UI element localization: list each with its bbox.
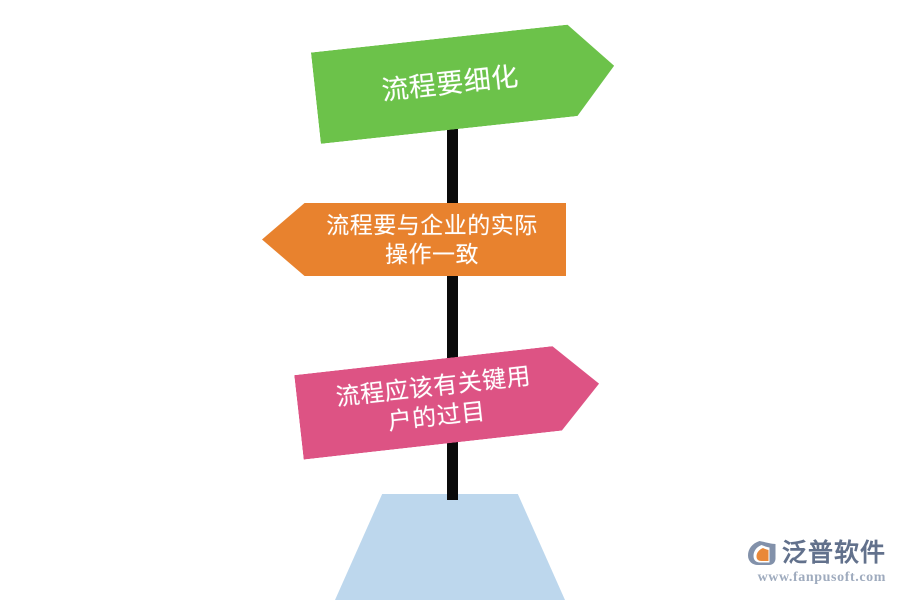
logo-row: 泛普软件 [747, 539, 886, 567]
sign-orange: 流程要与企业的实际 操作一致 [262, 203, 566, 276]
fanpu-logo-watermark: 泛普软件 www.fanpusoft.com [747, 539, 886, 586]
sign-green: 流程要细化 [311, 20, 619, 144]
sign-pink-label: 流程应该有关键用 户的过目 [334, 363, 533, 436]
logo-company-name: 泛普软件 [781, 538, 886, 567]
sign-orange-label: 流程要与企业的实际 操作一致 [326, 212, 538, 267]
sign-pink: 流程应该有关键用 户的过目 [294, 341, 604, 459]
fanpu-logo-mark-icon [747, 541, 776, 565]
sign-green-label: 流程要细化 [380, 60, 521, 106]
signpost-base [335, 494, 565, 600]
logo-website-url: www.fanpusoft.com [757, 570, 886, 585]
